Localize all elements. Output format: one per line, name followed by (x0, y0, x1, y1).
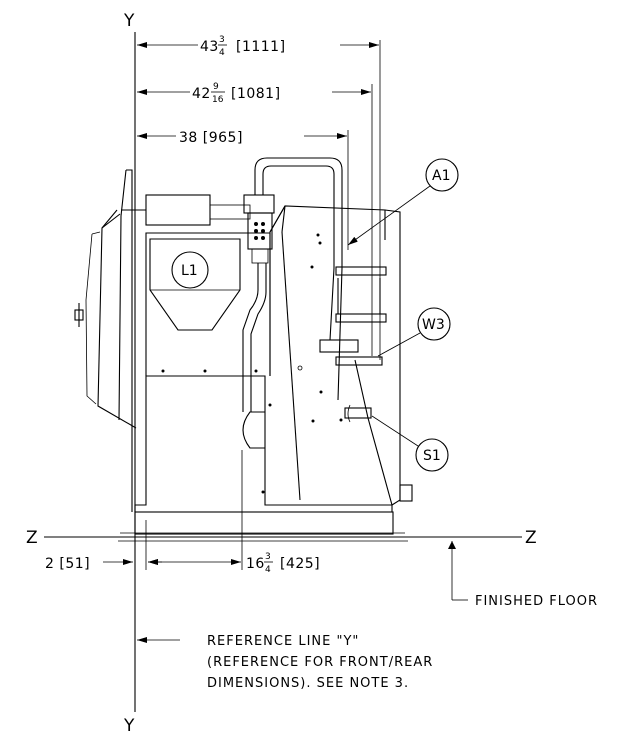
dimension-overall-depth: 43 3 4 [1111] (137, 35, 381, 360)
dimension-1-denominator: 4 (219, 48, 225, 58)
finished-floor-note: FINISHED FLOOR (448, 541, 598, 609)
machine-body (74, 169, 413, 535)
dimension-2-denominator: 16 (212, 95, 224, 105)
axis-label-y-top: Y (123, 11, 135, 31)
reference-note-line-2: (REFERENCE FOR FRONT/REAR (207, 655, 433, 670)
dimension-5-metric: [425] (280, 556, 320, 572)
reference-line-y: Y Y (123, 11, 136, 734)
dimension-2-metric: [1081] (231, 86, 281, 102)
callout-s1: S1 (371, 415, 449, 472)
dimension-foot-spacing: 16 3 4 [425] (148, 450, 320, 575)
callout-a1-label: A1 (432, 168, 450, 184)
callout-s1-label: S1 (423, 448, 441, 464)
dimension-1-whole: 43 (200, 39, 219, 55)
dimension-depth-2: 42 9 16 [1081] (137, 82, 373, 356)
callout-w3: W3 (377, 307, 451, 357)
dimension-2-whole: 42 (192, 86, 211, 102)
callout-w3-label: W3 (422, 317, 445, 333)
axis-label-z-right: Z (525, 528, 537, 548)
dimension-front-offset: 2 [51] (45, 520, 162, 572)
dimension-4-label: 2 [51] (45, 556, 90, 572)
callout-l1-label: L1 (181, 263, 198, 279)
reference-note-line-3: DIMENSIONS). SEE NOTE 3. (207, 676, 409, 691)
reference-line-note: REFERENCE LINE "Y" (REFERENCE FOR FRONT/… (137, 634, 433, 691)
callout-a1: A1 (347, 158, 459, 246)
reference-note-line-1: REFERENCE LINE "Y" (207, 634, 359, 649)
finished-floor-label: FINISHED FLOOR (475, 594, 598, 609)
dimension-1-metric: [1111] (236, 39, 286, 55)
rear-frame (319, 266, 387, 423)
dimension-1-numerator: 3 (219, 35, 225, 45)
dimension-5-whole: 16 (246, 556, 265, 572)
dimension-2-numerator: 9 (213, 82, 219, 92)
callout-l1: L1 (171, 251, 209, 289)
dimension-depth-3: 38 [965] (137, 130, 349, 250)
axis-label-y-bottom: Y (123, 716, 135, 734)
dimension-5-denominator: 4 (265, 565, 271, 575)
axis-label-z-left: Z (26, 528, 38, 548)
piping-loop (254, 157, 343, 401)
dimension-3-label: 38 [965] (179, 130, 243, 146)
reference-line-z: Z Z (26, 528, 537, 548)
dimension-5-numerator: 3 (265, 552, 271, 562)
